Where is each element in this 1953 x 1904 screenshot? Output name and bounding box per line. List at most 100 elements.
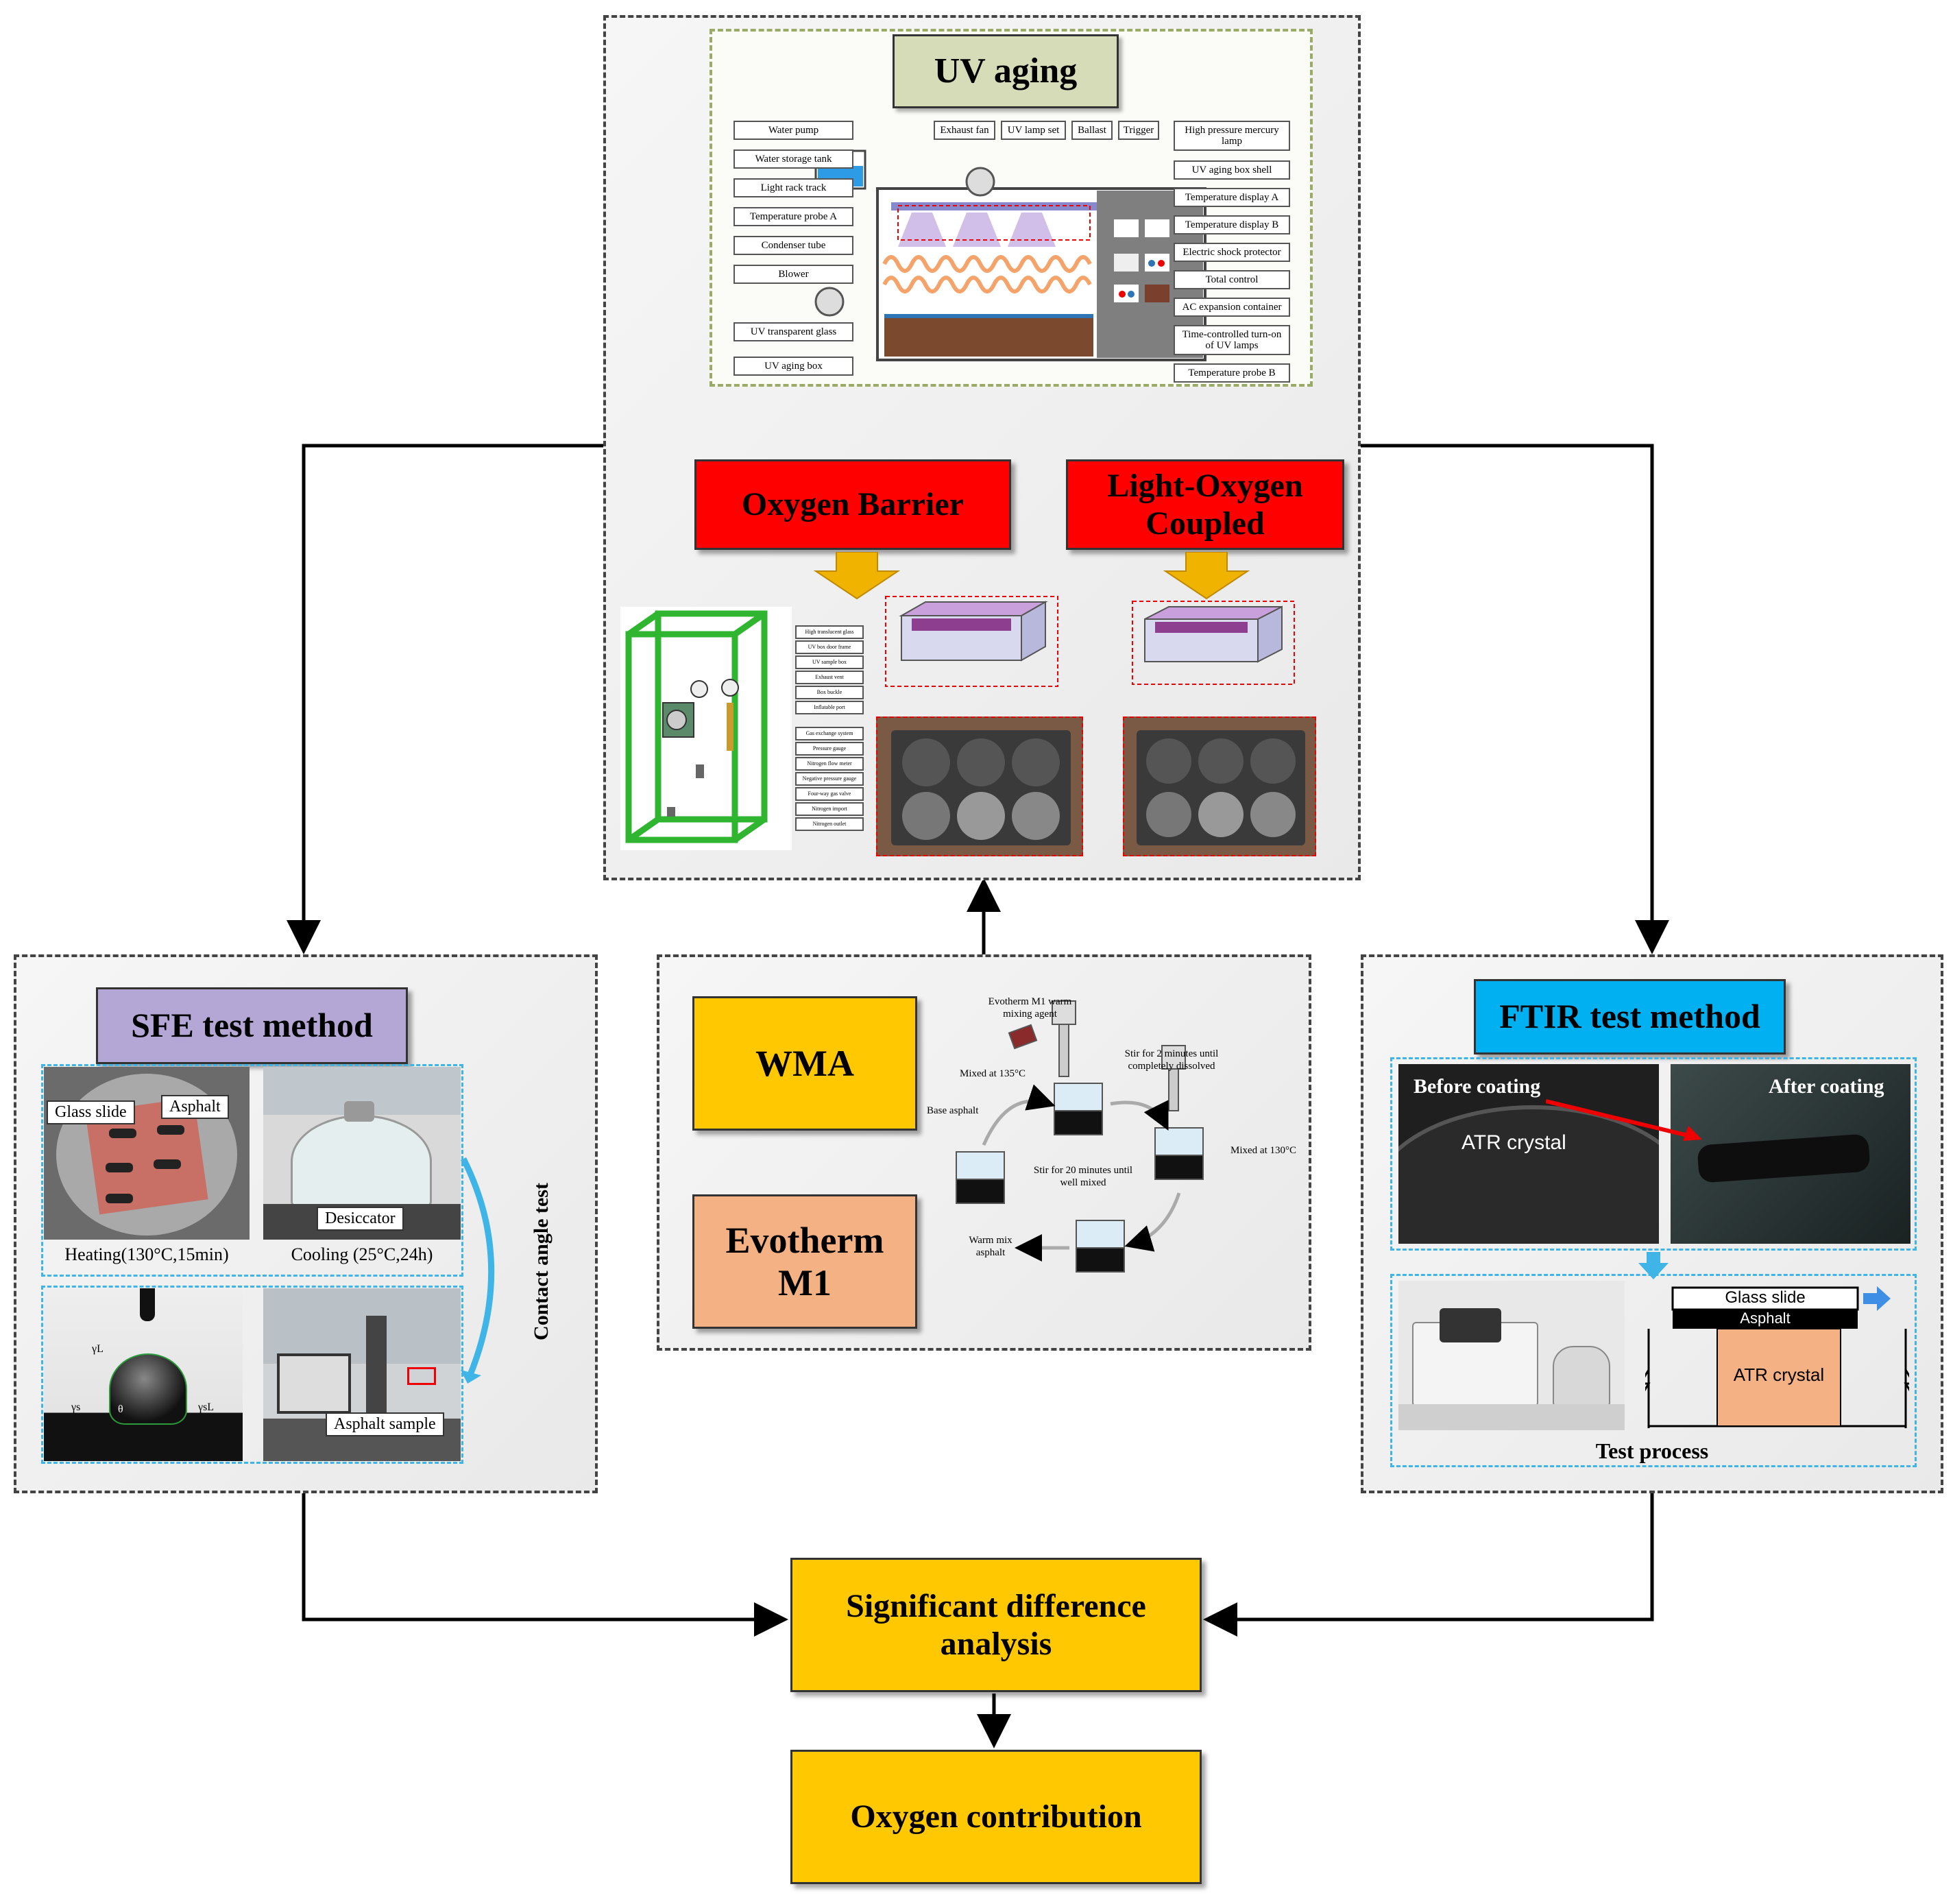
before-coating-photo [1398,1064,1659,1244]
contact-angle-curved-arrow-icon [461,1157,495,1384]
gold-down-arrow-barrier-icon [813,552,901,600]
step-stir-20: Stir for 20 minutes until well mixed [1033,1165,1133,1188]
label-uv-aging-box-shell: UV aging box shell [1174,160,1290,180]
label-gas-exchange-system: Gas exchange system [795,727,864,740]
wma-mixing-process-diagram [956,1000,1204,1273]
ftir-photo-frame-top [1390,1057,1917,1251]
schematic-glass-slide: Glass slide [1725,1288,1806,1307]
uv-sample-box-drawing-barrier [885,596,1058,687]
heating-caption: Heating(130°C,15min) [64,1244,229,1264]
arrow-sfe-to-analysis [302,1493,788,1637]
label-temperature-probe-b: Temperature probe B [1174,363,1290,383]
ftir-photo-frame-bottom [1390,1274,1917,1467]
cooling-caption: Cooling (25°C,24h) [291,1244,433,1264]
ftir-title: FTIR test method [1474,979,1786,1055]
oxygen-barrier-title: Oxygen Barrier [694,459,1011,550]
dashed-link-barrier [884,688,1059,716]
wma-box: WMA [692,996,917,1131]
arrow-ftir-to-analysis [1203,1493,1654,1637]
label-negative-pressure-gauge: Negative pressure gauge [795,772,864,786]
label-box-buckle: Box buckle [795,686,864,699]
asphalt-samples-photo-barrier [876,716,1083,856]
glass-slide-label: Glass slide [47,1100,135,1124]
label-nitrogen-outlet: Nitrogen outlet [795,817,864,831]
sfe-photo-frame-top [41,1064,463,1277]
label-water-storage-tank: Water storage tank [733,149,853,169]
label-total-control: Total control [1174,270,1290,289]
label-trigger: Trigger [1118,121,1159,140]
significant-line1: Significant difference [846,1587,1146,1624]
light-oxygen-coupled-title: Light-Oxygen Coupled [1066,459,1344,550]
label-high-pressure-mercury-lamp: High pressure mercury lamp [1174,121,1290,151]
light-oxygen-title-line2: Coupled [1145,505,1265,542]
label-uv-aging-box: UV aging box [733,357,853,376]
label-electric-shock-protector: Electric shock protector [1174,243,1290,262]
step-stir-2: Stir for 2 minutes until completely diss… [1124,1048,1219,1072]
atr-test-schematic [1645,1286,1909,1428]
label-inflatable-port: Inflatable port [795,701,864,714]
step-agent: Evotherm M1 warm mixing agent [988,996,1072,1020]
arrow-uv-to-sfe [287,444,603,954]
after-coating-label: After coating [1769,1075,1884,1098]
blue-down-arrow-icon [1638,1252,1669,1279]
gamma-sl-label: γsL [198,1401,215,1413]
label-four-way-gas-valve: Four-way gas valve [795,787,864,801]
label-temperature-display-b: Temperature display B [1174,215,1290,234]
asphalt-sample-label: Asphalt sample [326,1412,444,1436]
label-nitrogen-flow-meter: Nitrogen flow meter [795,757,864,771]
gold-down-arrow-coupled-icon [1163,552,1250,600]
gamma-l-label: γL [92,1343,104,1355]
label-light-rack-track: Light rack track [733,178,853,197]
sfe-title: SFE test method [96,987,408,1064]
label-blower: Blower [733,265,853,284]
oxygen-contribution-box: Oxygen contribution [790,1750,1202,1884]
label-nitrogen-import: Nitrogen import [795,802,864,816]
label-high-translucent-glass: High translucent glass [795,625,864,639]
atr-crystal-label: ATR crystal [1461,1131,1566,1154]
label-pressure-gauge: Pressure gauge [795,742,864,756]
label-temperature-display-a: Temperature display A [1174,188,1290,207]
gas-exchange-chamber-diagram [620,607,792,850]
test-process-label: Test process [1595,1438,1709,1463]
before-coating-label: Before coating [1414,1075,1541,1098]
desiccator-label: Desiccator [317,1207,404,1231]
asphalt-samples-photo-coupled [1123,716,1316,856]
arrow-uv-to-ftir [1361,444,1669,954]
evotherm-line1: Evotherm [725,1219,884,1261]
label-time-controlled-uv-lamps: Time-controlled turn-on of UV lamps [1174,325,1290,355]
label-uv-sample-box: UV sample box [795,655,864,669]
ftir-instrument-photo [1398,1281,1625,1430]
heating-photo [44,1067,250,1240]
schematic-asphalt: Asphalt [1740,1310,1791,1327]
label-uv-transparent-glass: UV transparent glass [733,322,853,341]
label-water-pump: Water pump [733,121,853,140]
label-uv-lamp-set: UV lamp set [1001,121,1066,140]
after-coating-photo [1671,1064,1910,1244]
sfe-photo-frame-bottom [41,1286,463,1464]
step-base-asphalt: Base asphalt [927,1105,979,1116]
label-ac-expansion-container: AC expansion container [1174,298,1290,317]
evotherm-line2: M1 [778,1262,832,1303]
significant-line2: analysis [940,1626,1052,1662]
label-ballast: Ballast [1071,121,1113,140]
uv-aging-title: UV aging [893,34,1119,108]
red-pointer-arrow-icon [1546,1099,1702,1141]
evotherm-m1-box: Evotherm M1 [692,1194,917,1329]
step-mixed-130: Mixed at 130°C [1230,1145,1296,1156]
droplet-photo: γL θ γs γsL [44,1288,243,1461]
label-uv-box-door-frame: UV box door frame [795,640,864,654]
schematic-atr-crystal: ATR crystal [1733,1364,1825,1385]
theta-label: θ [118,1403,123,1415]
label-condenser-tube: Condenser tube [733,236,853,255]
step-mixed-135: Mixed at 135°C [960,1068,1026,1079]
label-exhaust-vent: Exhaust vent [795,671,864,684]
contact-angle-test-label: Contact angle test [530,1183,553,1340]
asphalt-label: Asphalt [161,1095,229,1119]
light-oxygen-title-line1: Light-Oxygen [1107,467,1303,504]
step-warm-mix: Warm mix asphalt [969,1235,1012,1258]
uv-sample-box-drawing-coupled [1132,601,1295,685]
label-temperature-probe-a: Temperature probe A [733,207,853,226]
gamma-s-label: γs [71,1401,81,1413]
significant-difference-analysis-box: Significant difference analysis [790,1558,1202,1692]
label-exhaust-fan: Exhaust fan [934,121,995,140]
